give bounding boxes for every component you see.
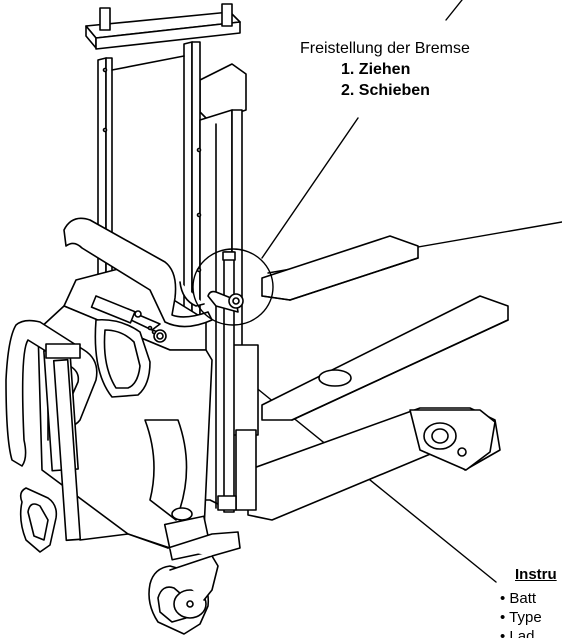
instructions-bullet-type: • Type [500,609,542,626]
brake-detail-ring [192,248,274,326]
brake-step-push: 2. Schieben [341,82,430,99]
tiller [5,217,213,542]
instructions-bullet-charge: • Lad [500,628,535,638]
brake-release-caption: Freistellung der Bremse [300,40,470,57]
wheels [19,487,241,635]
leader-brake-callout [261,117,359,259]
brake-step-pull: 1. Ziehen [341,61,411,78]
instructions-title: Instru [515,566,557,583]
fork-front [261,295,509,421]
fork-back [261,235,419,301]
instructions-bullet-battery: • Batt [500,590,537,607]
brake-lever [207,251,244,513]
forks [231,235,509,521]
leader-top [445,0,463,21]
